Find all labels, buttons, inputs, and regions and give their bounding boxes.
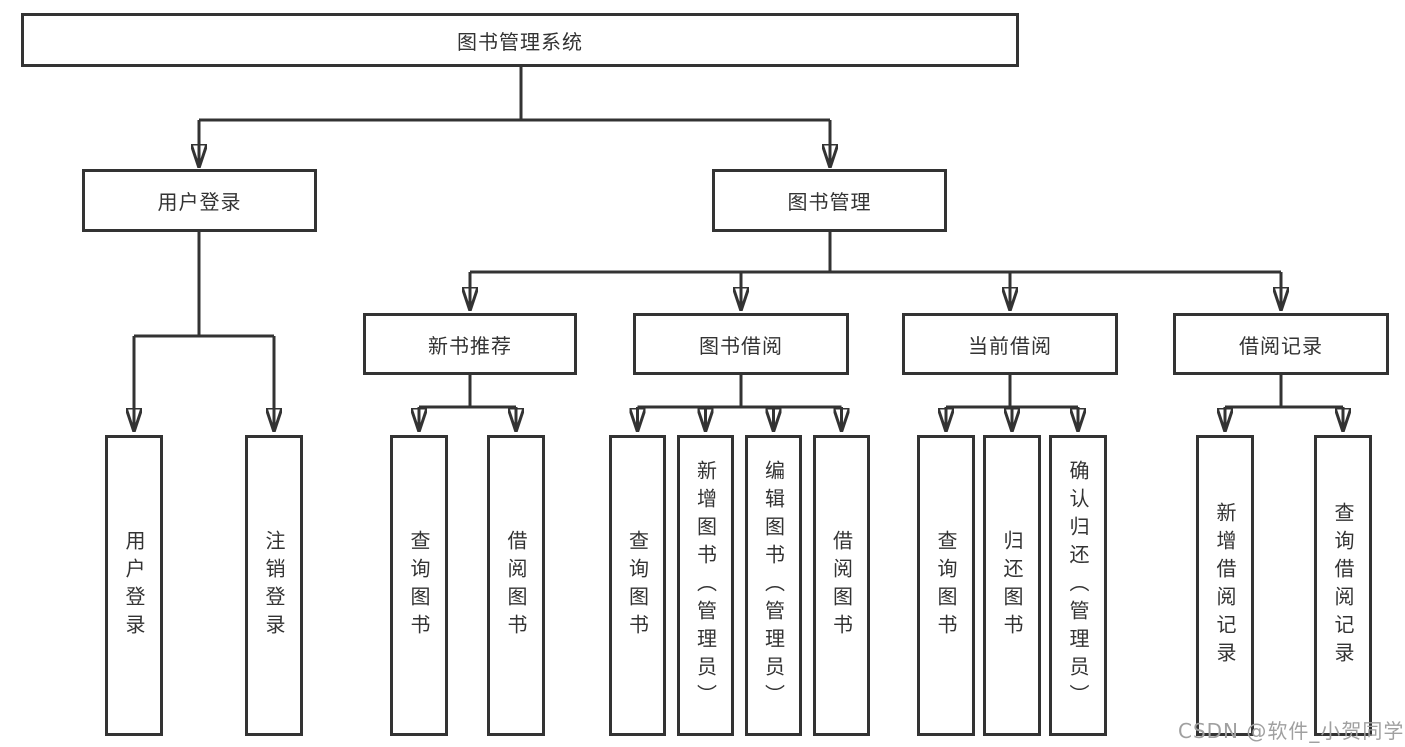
leaf-records-query-record: 查询借阅记录 (1314, 435, 1372, 736)
node-label: 用户登录 (157, 190, 242, 214)
csdn-watermark: CSDN @软件_小贺同学 (1178, 719, 1405, 743)
node-label: 当前借阅 (968, 333, 1052, 358)
leaf-newbook-borrow-books: 借阅图书 (487, 435, 545, 736)
node-label: 查询借阅记录 (1331, 501, 1355, 670)
node-label: 新增图书（管理员） (693, 459, 718, 712)
leaf-borrowing-query-books: 查询图书 (609, 435, 666, 736)
node-book-borrowing: 图书借阅 (633, 313, 849, 375)
leaf-borrowing-add-books-admin: 新增图书（管理员） (677, 435, 734, 736)
node-label: 新书推荐 (428, 333, 512, 358)
node-label: 归还图书 (1000, 529, 1024, 642)
node-book-management: 图书管理 (712, 169, 947, 232)
node-label: 图书管理系统 (457, 29, 583, 54)
node-label: 借阅图书 (504, 529, 528, 642)
node-label: 新增借阅记录 (1213, 501, 1237, 670)
node-label: 图书管理 (787, 190, 872, 214)
leaf-current-query-books: 查询图书 (917, 435, 975, 736)
node-current-borrowing: 当前借阅 (902, 313, 1118, 375)
node-label: 查询图书 (407, 529, 431, 642)
leaf-borrowing-borrow-books: 借阅图书 (813, 435, 870, 736)
node-label: 注销登录 (262, 529, 286, 642)
leaf-newbook-query-books: 查询图书 (390, 435, 448, 736)
node-label: 查询图书 (625, 529, 650, 642)
leaf-user-login: 用户登录 (105, 435, 163, 736)
leaf-borrowing-edit-books-admin: 编辑图书（管理员） (745, 435, 802, 736)
node-library-management-system: 图书管理系统 (21, 13, 1019, 67)
node-new-book-recommend: 新书推荐 (363, 313, 577, 375)
leaf-current-confirm-return-admin: 确认归还（管理员） (1049, 435, 1107, 736)
node-label: 借阅图书 (829, 529, 854, 642)
leaf-logout: 注销登录 (245, 435, 303, 736)
node-label: 查询图书 (934, 529, 958, 642)
node-label: 图书借阅 (699, 333, 783, 358)
leaf-records-add-record: 新增借阅记录 (1196, 435, 1254, 736)
node-label: 用户登录 (122, 529, 146, 642)
node-label: 借阅记录 (1239, 333, 1323, 358)
leaf-current-return-books: 归还图书 (983, 435, 1041, 736)
node-label: 编辑图书（管理员） (761, 459, 786, 712)
node-borrow-records: 借阅记录 (1173, 313, 1389, 375)
node-label: 确认归还（管理员） (1066, 459, 1090, 712)
node-user-login: 用户登录 (82, 169, 317, 232)
